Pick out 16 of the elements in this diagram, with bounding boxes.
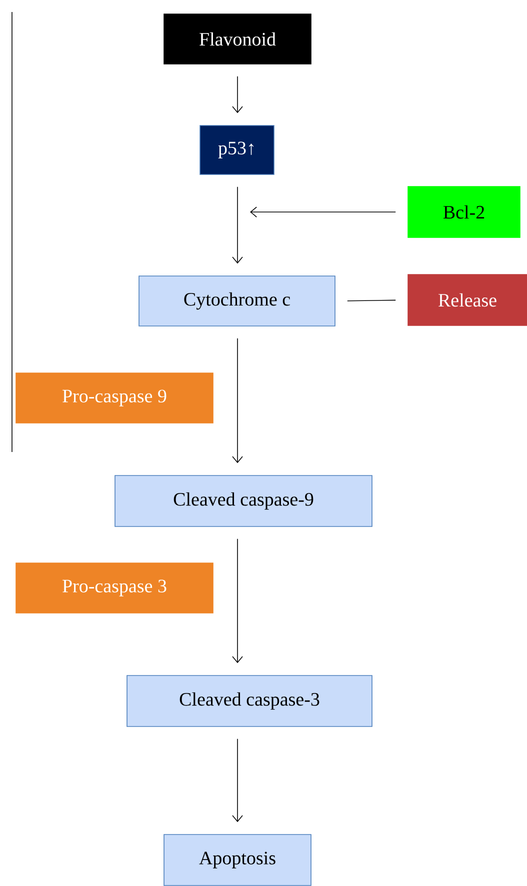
arrow (232, 738, 243, 822)
regulator-box: Bcl-2 (408, 186, 520, 238)
process-box: Release (408, 274, 527, 326)
process-box: Flavonoid (164, 14, 312, 64)
process-box: p53↑ (200, 125, 274, 175)
arrow (250, 206, 396, 218)
arrow (232, 338, 243, 464)
precursor-box: Pro-caspase 9 (16, 372, 214, 424)
process-box: Apoptosis (164, 834, 312, 886)
process-box: Cleaved caspase-3 (126, 675, 372, 727)
arrow (232, 538, 243, 664)
arrow (232, 76, 243, 114)
process-box: Cytochrome c (138, 276, 336, 326)
precursor-box: Pro-caspase 3 (16, 562, 214, 614)
arrow (232, 186, 243, 264)
process-box: Cleaved caspase-9 (114, 475, 372, 527)
